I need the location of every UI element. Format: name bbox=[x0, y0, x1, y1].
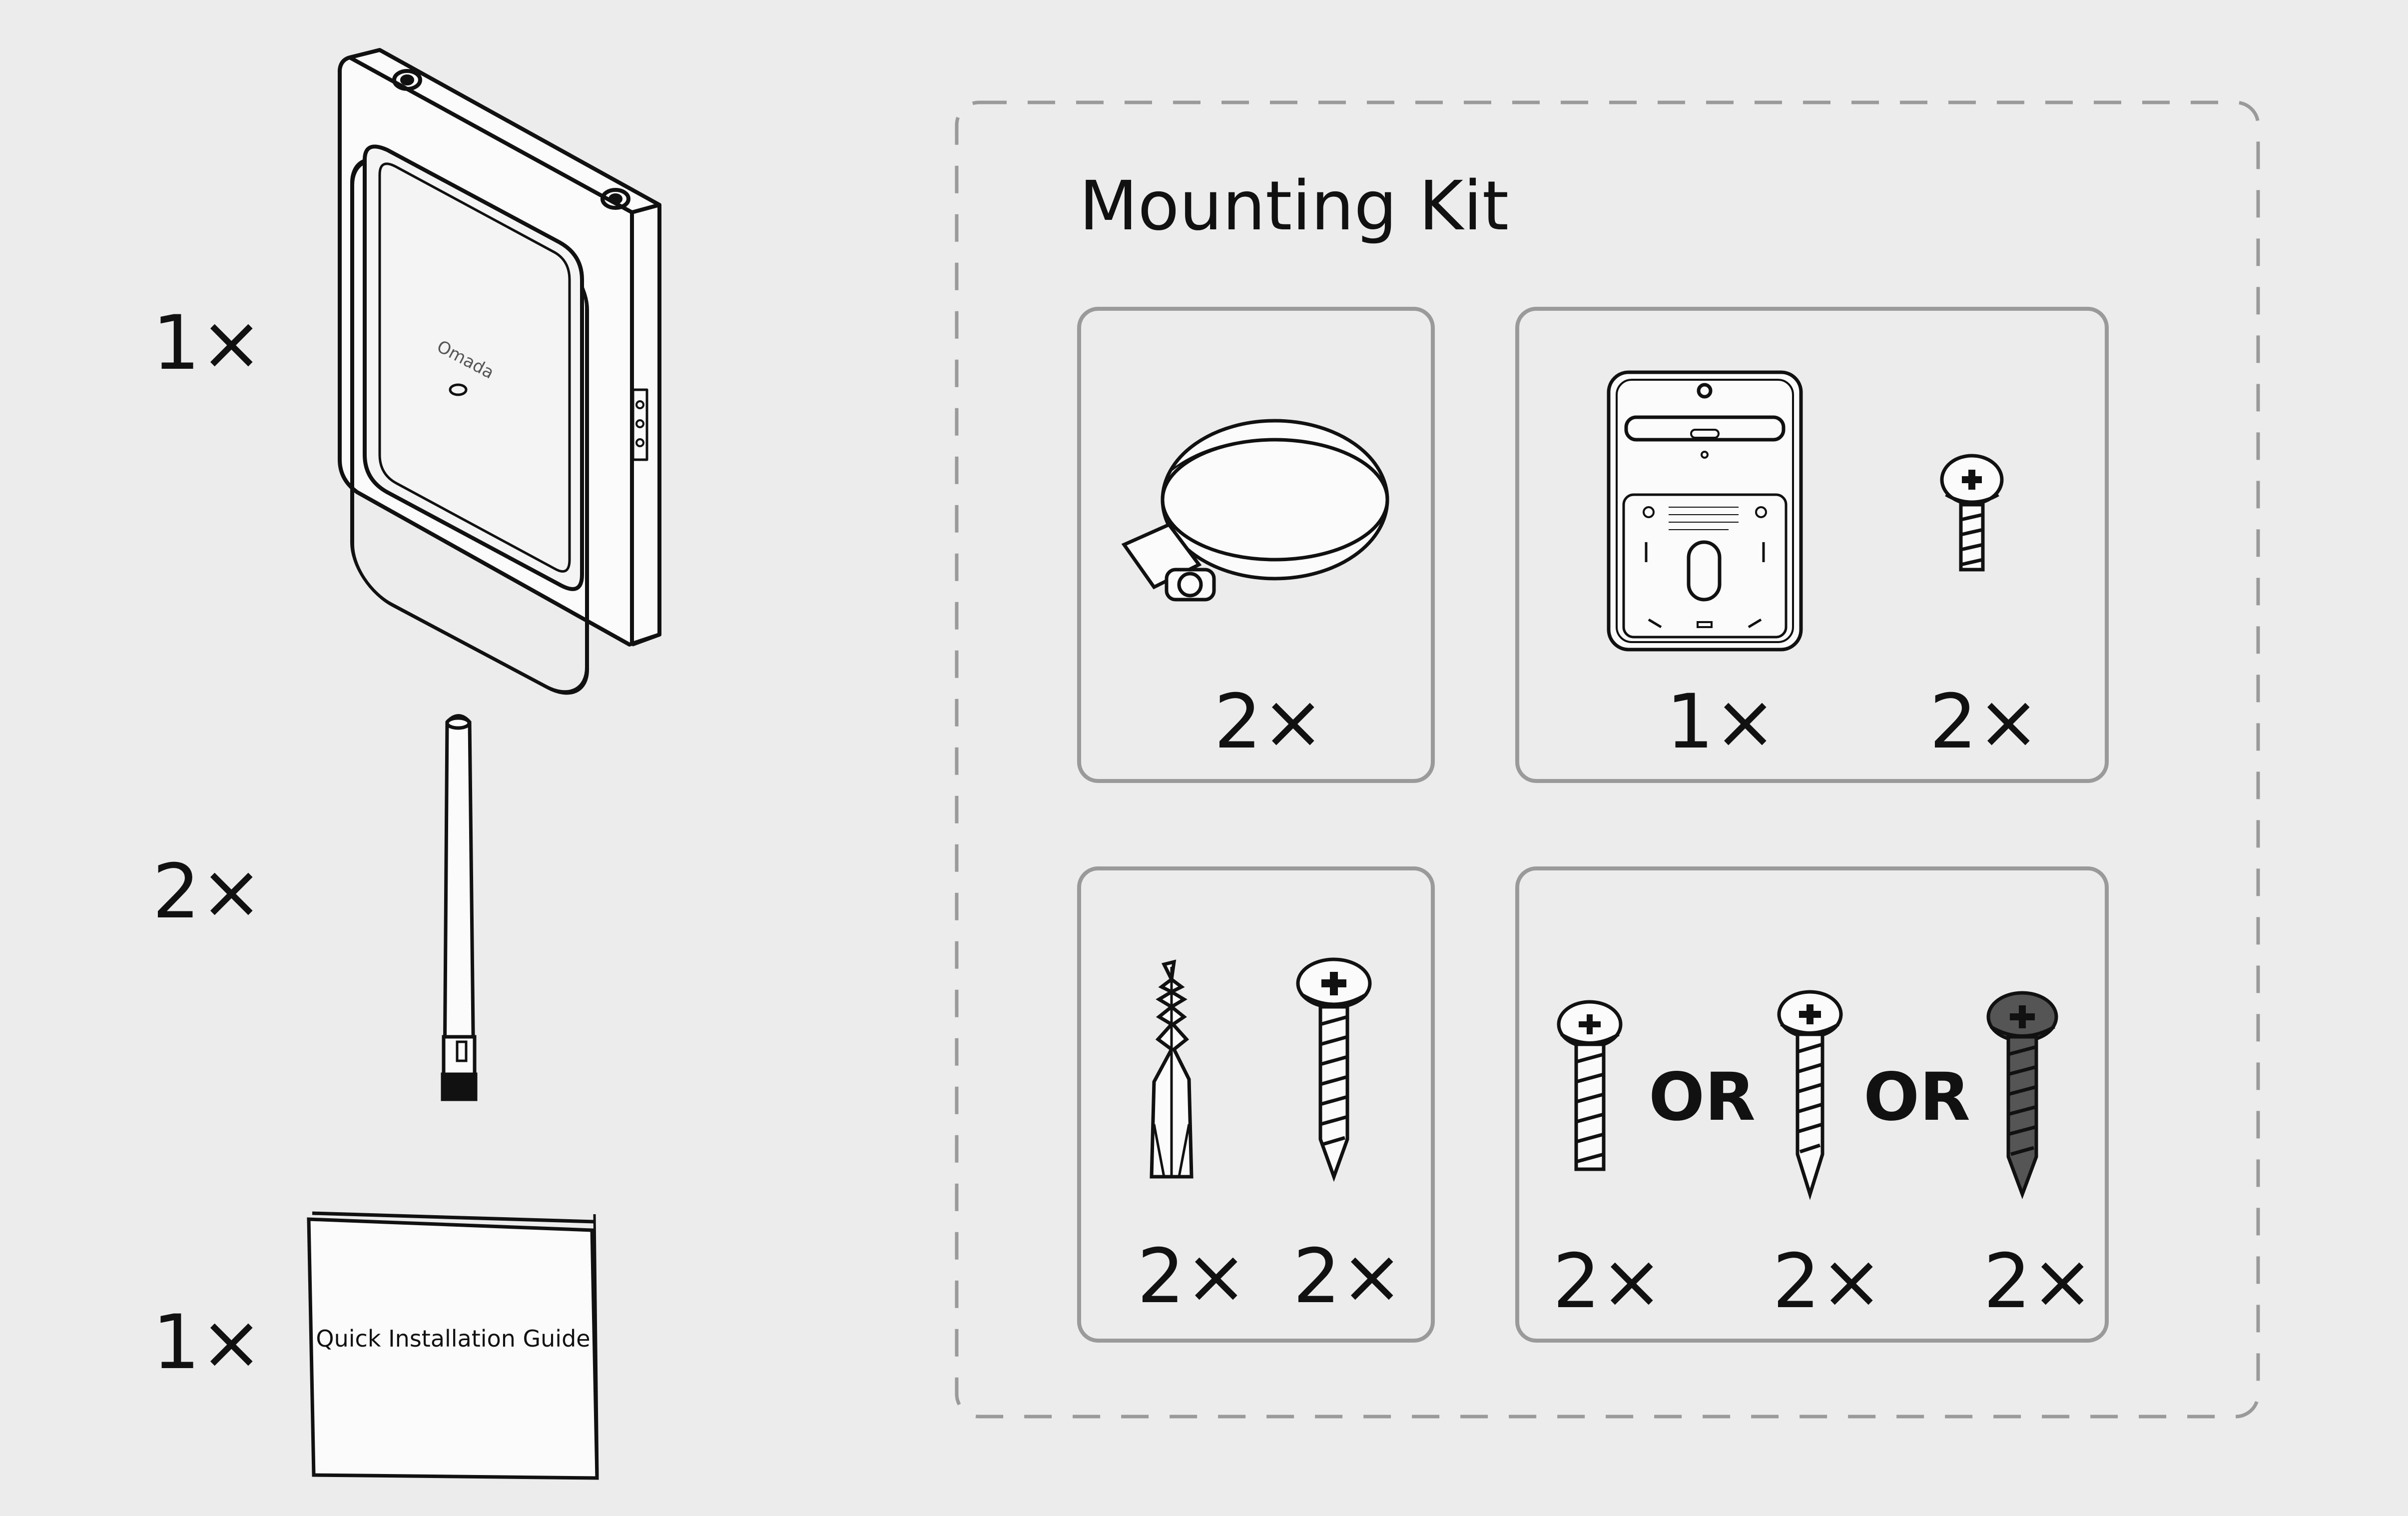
mounting-kit-frame bbox=[955, 100, 2260, 1419]
router-illustration bbox=[338, 48, 661, 695]
wall-anchor-icon bbox=[1150, 959, 1194, 1179]
antenna-illustration bbox=[441, 714, 478, 1101]
antenna-quantity: 2× bbox=[152, 848, 263, 935]
or-label-2: OR bbox=[1863, 1059, 1970, 1136]
anchor-quantity: 2× bbox=[1137, 1233, 1248, 1320]
guide-title: Quick Installation Guide bbox=[316, 1325, 591, 1352]
screw-option-2-quantity: 2× bbox=[1773, 1238, 1883, 1325]
wall-screw-quantity: 2× bbox=[1293, 1233, 1404, 1320]
wood-screw-option-icon bbox=[1777, 990, 1843, 1200]
or-label-1: OR bbox=[1649, 1059, 1756, 1136]
mounting-plate-icon bbox=[1607, 370, 1803, 652]
screw-option-3-quantity: 2× bbox=[1983, 1238, 2094, 1325]
dark-screw-option-icon bbox=[1986, 991, 2058, 1200]
guide-booklet-illustration bbox=[307, 1211, 599, 1480]
guide-quantity: 1× bbox=[152, 1299, 263, 1386]
mounting-kit-title: Mounting Kit bbox=[1079, 167, 1509, 246]
plate-screw-quantity: 2× bbox=[1929, 679, 2040, 765]
anchor-box bbox=[1077, 866, 1435, 1343]
plate-box bbox=[1515, 307, 2109, 783]
hose-clamp-icon bbox=[1121, 419, 1389, 602]
clamp-quantity: 2× bbox=[1214, 679, 1325, 765]
wall-screw-icon bbox=[1296, 957, 1372, 1182]
screw-option-1-quantity: 2× bbox=[1553, 1238, 1664, 1325]
clamp-box bbox=[1077, 307, 1435, 783]
router-quantity: 1× bbox=[152, 300, 263, 387]
screw-options-box bbox=[1515, 866, 2109, 1343]
plate-screw-icon bbox=[1940, 454, 2004, 572]
machine-screw-option-icon bbox=[1557, 1000, 1623, 1171]
plate-quantity: 1× bbox=[1666, 679, 1777, 765]
